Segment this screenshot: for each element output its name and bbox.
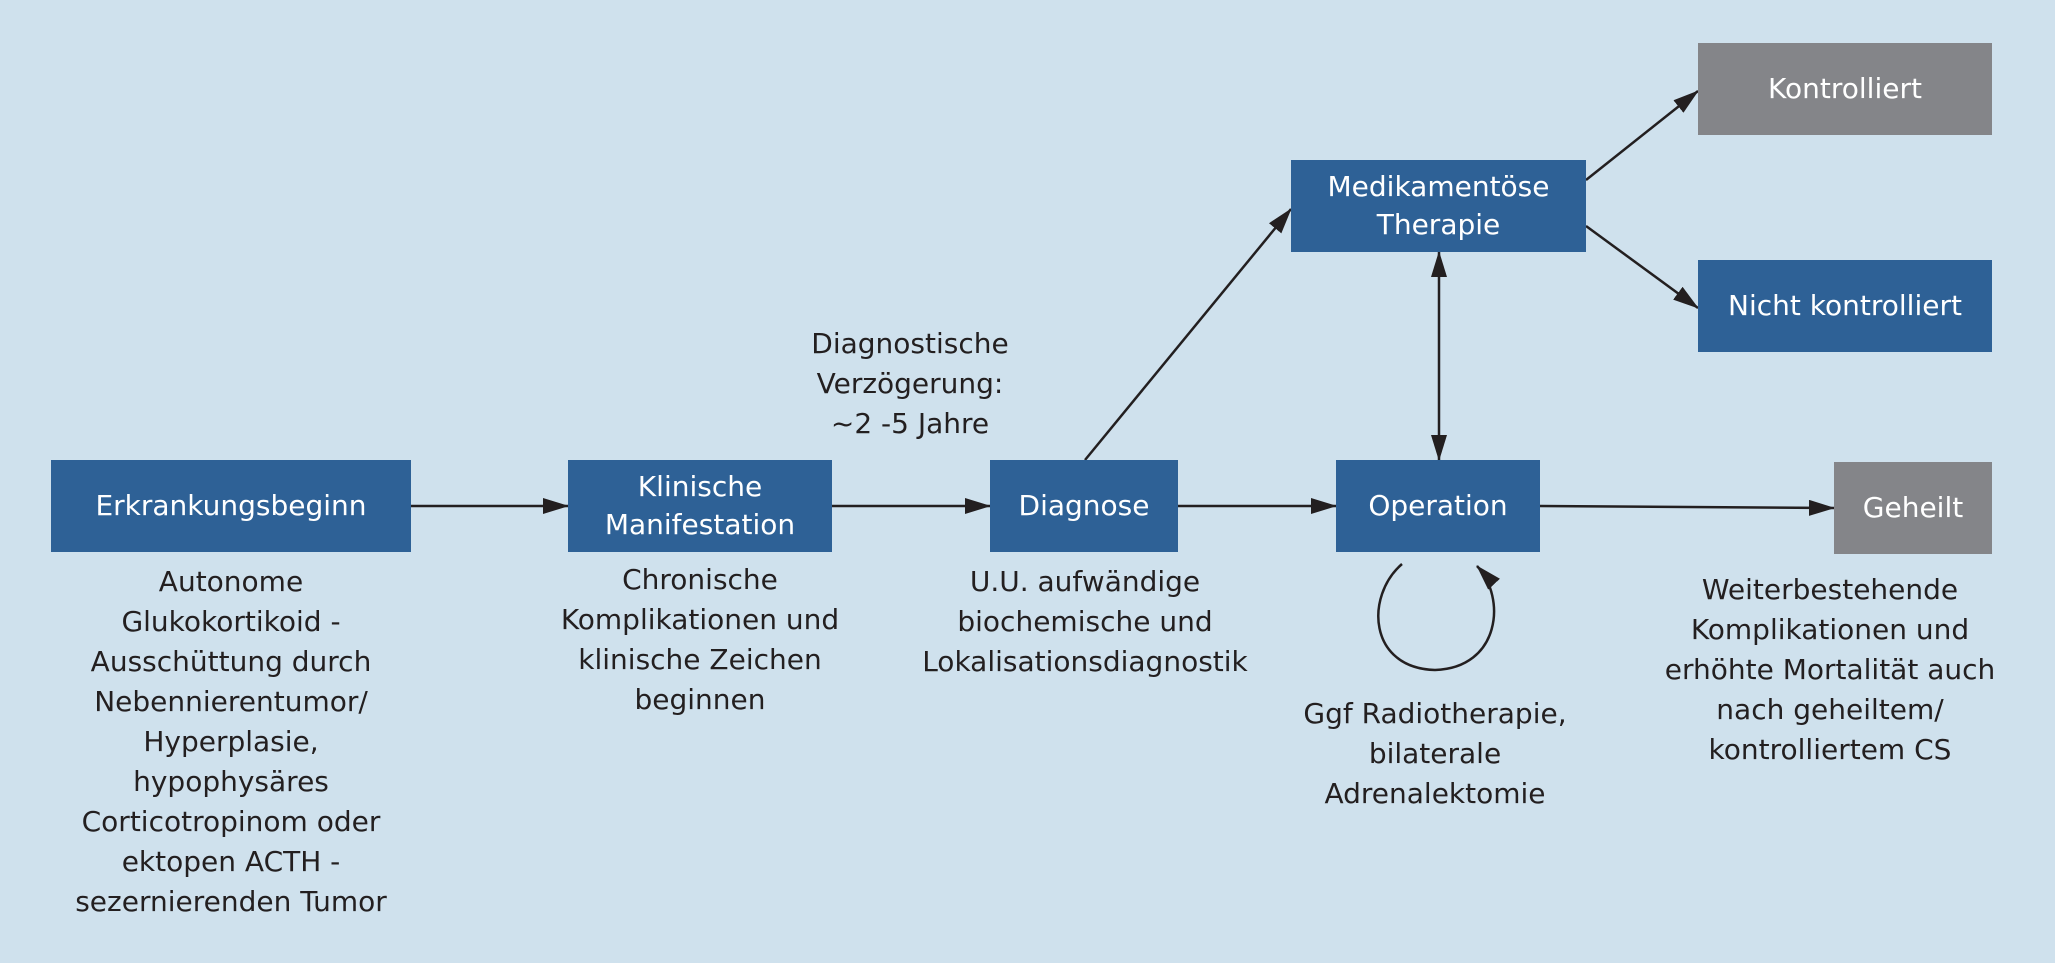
note-operation-line: Adrenalektomie	[1324, 777, 1546, 810]
box-kontrolliert: Kontrolliert	[1698, 43, 1992, 135]
note-cured-line: Weiterbestehende	[1701, 573, 1959, 606]
arrow-medication-to-controlled	[1585, 90, 1699, 181]
box-nicht-kontrolliert-label: Nicht kontrolliert	[1728, 289, 1962, 322]
box-medication-line-2: Therapie	[1376, 208, 1501, 241]
note-onset-description: Autonome Glukokortikoid - Ausschüttung d…	[51, 562, 411, 922]
note-cured-line: kontrolliertem CS	[1708, 733, 1952, 766]
box-erkrankungsbeginn: Erkrankungsbeginn	[51, 460, 411, 552]
note-manifestation-line: Komplikationen und	[560, 603, 840, 636]
note-diagnosis-line: Lokalisationsdiagnostik	[922, 645, 1248, 678]
box-erkrankungsbeginn-label: Erkrankungsbeginn	[95, 489, 367, 522]
note-onset-line: hypophysäres	[133, 765, 329, 798]
note-manifestation-description: Chronische Komplikationen und klinische …	[540, 560, 860, 720]
box-nicht-kontrolliert: Nicht kontrolliert	[1698, 260, 1992, 352]
note-cured-line: erhöhte Mortalität auch	[1664, 653, 1996, 686]
note-onset-line: Autonome	[158, 565, 304, 598]
note-delay-line: Diagnostische	[811, 327, 1009, 360]
note-onset-line: Nebennierentumor/	[94, 685, 368, 718]
note-diagnosis-line: biochemische und	[957, 605, 1213, 638]
box-operation-label: Operation	[1368, 489, 1508, 522]
box-diagnose-label: Diagnose	[1018, 489, 1150, 522]
note-manifestation-line: klinische Zeichen	[578, 643, 822, 676]
note-diagnosis-description: U.U. aufwändige biochemische und Lokalis…	[900, 562, 1270, 682]
note-diagnostic-delay: Diagnostische Verzögerung: ~2 -5 Jahre	[760, 324, 1060, 444]
note-manifestation-line: Chronische	[622, 563, 778, 596]
note-onset-line: Hyperplasie,	[143, 725, 319, 758]
arrow-operation-to-cured	[1539, 499, 1835, 516]
note-operation-line: bilaterale	[1368, 737, 1502, 770]
note-cured-line: nach geheiltem/	[1716, 693, 1944, 726]
box-diagnose: Diagnose	[990, 460, 1178, 552]
arrow-medication-to-not-controlled	[1585, 224, 1699, 310]
box-geheilt: Geheilt	[1834, 462, 1992, 554]
box-manifestation-line-1: Klinische	[637, 470, 763, 503]
box-medikamentoese-therapie: Medikamentöse Therapie	[1291, 160, 1586, 252]
note-operation-description: Ggf Radiotherapie, bilaterale Adrenalekt…	[1280, 694, 1590, 814]
box-geheilt-label: Geheilt	[1862, 491, 1964, 524]
box-medication-line-1: Medikamentöse	[1327, 170, 1550, 203]
note-onset-line: Glukokortikoid -	[121, 605, 341, 638]
note-delay-line: ~2 -5 Jahre	[830, 407, 990, 440]
note-onset-line: sezernierenden Tumor	[75, 885, 387, 918]
note-cured-description: Weiterbestehende Komplikationen und erhö…	[1650, 570, 2010, 770]
note-cured-line: Komplikationen und	[1690, 613, 1970, 646]
arrow-diagnosis-to-medication	[1084, 208, 1292, 461]
box-kontrolliert-label: Kontrolliert	[1768, 72, 1922, 105]
note-onset-line: ektopen ACTH -	[121, 845, 341, 878]
box-klinische-manifestation: Klinische Manifestation	[568, 460, 832, 552]
note-onset-line: Ausschüttung durch	[90, 645, 372, 678]
note-manifestation-line: beginnen	[634, 683, 766, 716]
note-onset-line: Corticotropinom oder	[81, 805, 381, 838]
note-diagnosis-line: U.U. aufwändige	[969, 565, 1201, 598]
note-delay-line: Verzögerung:	[816, 367, 1004, 400]
box-manifestation-line-2: Manifestation	[604, 508, 796, 541]
operation-repeat-loop-arrow	[1377, 563, 1500, 672]
box-operation: Operation	[1336, 460, 1540, 552]
note-operation-line: Ggf Radiotherapie,	[1303, 697, 1567, 730]
